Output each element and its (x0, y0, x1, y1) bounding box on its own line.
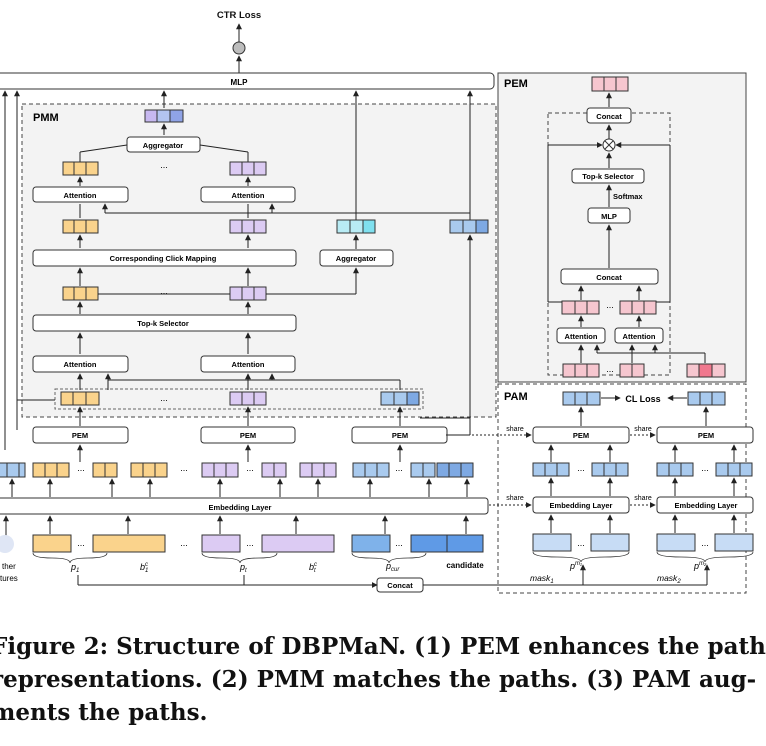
svg-text:PEM: PEM (698, 431, 714, 440)
pmm-attention-upper-1 (32, 186, 129, 203)
mlp-label: MLP (231, 78, 249, 87)
svg-text:...: ... (395, 538, 403, 548)
pmm-click-mapping (32, 249, 297, 267)
svg-text:Attention: Attention (623, 332, 656, 341)
svg-text:...: ... (77, 538, 85, 548)
svg-text:...: ... (701, 538, 709, 548)
svg-text:...: ... (577, 538, 585, 548)
svg-text:mask1: mask1 (530, 573, 554, 585)
svg-text:Corresponding Click Mapping: Corresponding Click Mapping (110, 254, 217, 263)
svg-text:...: ... (606, 300, 614, 310)
svg-text:...: ... (77, 463, 85, 473)
pam-embedding-1 (532, 496, 630, 514)
caption-line-1: Figure 2: Structure of DBPMaN. (1) PEM e… (0, 633, 766, 660)
svg-text:PEM: PEM (573, 431, 589, 440)
ctr-loss-label: CTR Loss (217, 10, 261, 21)
figure-caption: Figure 2: Structure of DBPMaN. (1) PEM e… (0, 630, 766, 729)
pmm-title: PMM (33, 112, 59, 124)
ctr-loss-node (232, 41, 246, 55)
pmm-attention-lower-1 (32, 355, 129, 373)
svg-text:PEM: PEM (392, 431, 408, 440)
svg-text:pm₂: pm₂ (693, 561, 707, 571)
caption-line-3: ments the paths. (0, 699, 208, 726)
pmm-aggregator (126, 136, 201, 153)
svg-text:...: ... (606, 364, 614, 374)
svg-text:...: ... (246, 538, 254, 548)
svg-text:Attention: Attention (64, 191, 97, 200)
svg-text:mask2: mask2 (657, 573, 681, 585)
svg-text:...: ... (246, 463, 254, 473)
svg-text:Top-k Selector: Top-k Selector (137, 319, 189, 328)
svg-text:MLP: MLP (601, 212, 617, 221)
embedding-cells: ... ... ... ... (0, 462, 474, 478)
cl-loss-label: CL Loss (625, 394, 660, 404)
svg-text:pm₁: pm₁ (569, 561, 582, 571)
pem-topk (571, 168, 645, 184)
svg-text:share: share (506, 495, 524, 502)
svg-text:Embedding Layer: Embedding Layer (209, 503, 272, 512)
svg-text:...: ... (160, 286, 168, 296)
svg-text:...: ... (180, 463, 188, 473)
svg-text:...: ... (395, 463, 403, 473)
svg-text:...: ... (180, 538, 188, 548)
pem-attention-1 (556, 327, 606, 344)
svg-text:Top-k Selector: Top-k Selector (582, 172, 634, 181)
architecture-diagram: CTR Loss MLP PMM PEM PAM Aggregator ... … (0, 10, 754, 594)
svg-text:Attention: Attention (565, 332, 598, 341)
mlp-bar (0, 72, 495, 90)
pmm-topk-selector (32, 314, 297, 332)
pmm-aggregator-2 (319, 249, 394, 267)
svg-text:pt: pt (239, 562, 247, 574)
svg-text:Concat: Concat (387, 581, 413, 590)
pem-concat-mid (560, 268, 659, 285)
other-features-line2: tures (0, 574, 18, 583)
pam-pem-2 (656, 426, 754, 444)
bottom-pem-2 (200, 426, 296, 444)
pam-embedding-2 (656, 496, 754, 514)
other-features-line1: ther (2, 562, 16, 571)
pmm-attention-upper-2 (200, 186, 296, 203)
svg-text:...: ... (160, 160, 168, 170)
svg-text:Concat: Concat (596, 273, 622, 282)
svg-text:Concat: Concat (596, 112, 622, 121)
embedding-layer (0, 497, 489, 515)
caption-line-2: representations. (2) PMM matches the pat… (0, 666, 757, 693)
svg-text:...: ... (577, 463, 585, 473)
pem-detail-region (497, 72, 747, 383)
svg-text:Attention: Attention (64, 360, 97, 369)
svg-text:Aggregator: Aggregator (143, 141, 184, 150)
svg-text:Attention: Attention (232, 191, 265, 200)
svg-text:Softmax: Softmax (613, 192, 643, 201)
candidate-label: candidate (446, 561, 484, 570)
pem-attention-2 (614, 327, 664, 344)
svg-text:share: share (634, 495, 652, 502)
svg-text:bct: bct (309, 562, 317, 574)
svg-text:p1: p1 (70, 562, 79, 574)
svg-text:Aggregator: Aggregator (336, 254, 377, 263)
svg-text:...: ... (701, 463, 709, 473)
pmm-attention-lower-2 (200, 355, 296, 373)
bottom-pem-1 (32, 426, 129, 444)
svg-text:PEM: PEM (240, 431, 256, 440)
pam-region (497, 383, 747, 594)
svg-text:...: ... (160, 393, 168, 403)
pem-concat-top (586, 107, 632, 124)
svg-text:Embedding Layer: Embedding Layer (550, 501, 613, 510)
pem-mlp (587, 207, 631, 224)
pam-pem-1 (532, 426, 630, 444)
svg-text:bc1: bc1 (140, 562, 148, 574)
pem-detail-title: PEM (504, 78, 528, 90)
svg-text:pcur: pcur (385, 561, 400, 573)
svg-text:share: share (506, 426, 524, 433)
svg-text:PEM: PEM (72, 431, 88, 440)
svg-text:Embedding Layer: Embedding Layer (675, 501, 738, 510)
pam-title: PAM (504, 391, 528, 403)
svg-text:share: share (634, 426, 652, 433)
svg-text:Attention: Attention (232, 360, 265, 369)
